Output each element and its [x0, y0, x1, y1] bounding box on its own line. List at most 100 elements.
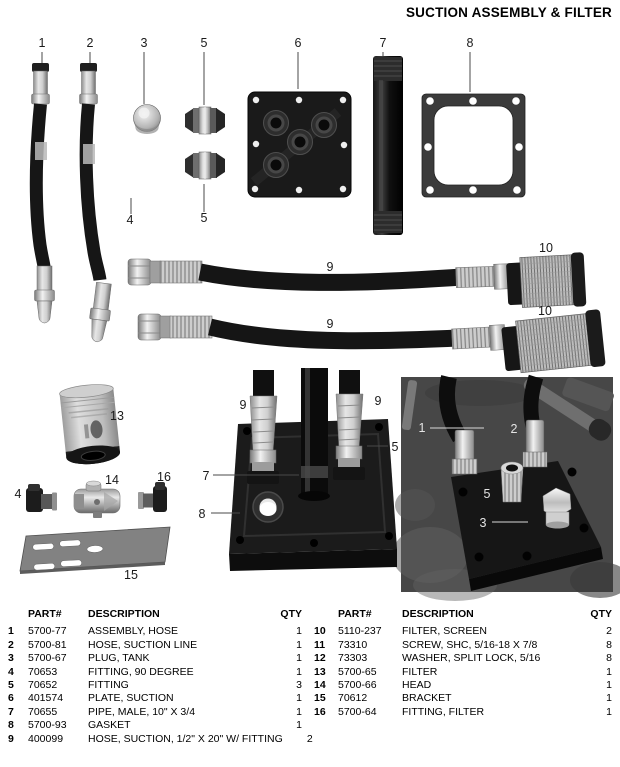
part-14-filter-head	[73, 480, 121, 518]
row-desc: HOSE, SUCTION, 1/2" X 20" W/ FITTING	[88, 732, 283, 745]
row-part: 5700-64	[338, 705, 377, 718]
row-qty: 1	[296, 719, 302, 732]
table-row: 16 5700-64 FITTING, FILTER 1	[314, 706, 612, 719]
part-15-bracket	[19, 526, 171, 574]
row-qty: 1	[606, 705, 612, 718]
header-qty: QTY	[590, 608, 612, 620]
row-num: 15	[314, 692, 326, 705]
row-qty: 2	[306, 732, 313, 745]
hose-end-right	[333, 370, 365, 480]
row-desc: FITTING, 90 DEGREE	[88, 665, 194, 678]
row-num: 3	[8, 652, 14, 665]
parts-table-right: PART# DESCRIPTION QTY 10 5110-237 FILTER, …	[314, 608, 612, 719]
row-num: 16	[314, 705, 326, 718]
row-desc: FILTER	[402, 665, 438, 678]
row-num: 14	[314, 678, 326, 691]
row-num: 6	[8, 692, 14, 705]
row-qty: 1	[296, 705, 302, 718]
part-4-90-degree-fitting	[26, 484, 57, 512]
row-qty: 3	[296, 678, 302, 691]
table-row: 10 5110-237 FILTER, SCREEN 2	[314, 625, 612, 638]
callout-7b: 7	[203, 469, 210, 483]
row-part: 70655	[28, 705, 58, 718]
row-qty: 1	[606, 678, 612, 691]
part-7-suction-pipe	[373, 56, 403, 235]
part-3-tank-plug	[133, 104, 161, 134]
callout-15: 15	[124, 568, 138, 582]
header-desc: DESCRIPTION	[88, 608, 160, 620]
callout-2: 2	[87, 36, 94, 50]
part-9-suction-hose-lower	[137, 309, 606, 374]
header-qty: QTY	[280, 608, 302, 620]
callout-10a: 10	[539, 241, 553, 255]
row-desc: PIPE, MALE, 10" X 3/4	[88, 705, 196, 718]
row-part: 5700-67	[28, 652, 67, 665]
row-qty: 1	[296, 652, 302, 665]
row-part: 401574	[28, 692, 64, 705]
row-part: 73303	[338, 652, 368, 665]
row-part: 73310	[338, 638, 368, 651]
row-desc: FILTER, SCREEN	[402, 625, 487, 638]
row-part: 5700-77	[28, 625, 67, 638]
part-16-filter-fitting	[138, 482, 167, 512]
row-num: 5	[8, 678, 14, 691]
table-row: 3 5700-67 PLUG, TANK 1	[8, 652, 302, 665]
row-desc: BRACKET	[402, 692, 452, 705]
row-qty: 1	[296, 638, 302, 651]
row-part: 70612	[338, 692, 368, 705]
callout-5c: 5	[392, 440, 399, 454]
row-num: 12	[314, 652, 326, 665]
row-desc: HOSE, SUCTION LINE	[88, 638, 198, 651]
page-title: SUCTION ASSEMBLY & FILTER	[405, 5, 612, 20]
callout-8: 8	[467, 36, 474, 50]
row-num: 8	[8, 719, 14, 732]
callout-9b: 9	[327, 317, 334, 331]
row-desc: SCREW, SHC, 5/16-18 X 7/8	[402, 638, 538, 651]
row-desc: FITTING, FILTER	[402, 705, 485, 718]
row-desc: WASHER, SPLIT LOCK, 5/16	[402, 652, 541, 665]
row-desc: PLATE, SUCTION	[88, 692, 174, 705]
callout-8b: 8	[199, 507, 206, 521]
leader-lines	[41, 52, 528, 523]
photo-right-assembled-top-view	[392, 374, 620, 601]
callout-1b: 1	[419, 421, 426, 435]
row-desc: PLUG, TANK	[88, 652, 150, 665]
row-qty: 2	[606, 625, 612, 638]
row-num: 13	[314, 665, 326, 678]
photo-center-assembled-front-view	[229, 368, 397, 571]
row-desc: FITTING	[88, 678, 129, 691]
callout-16: 16	[157, 470, 171, 484]
callout-3b: 3	[480, 516, 487, 530]
callout-5b: 5	[201, 211, 208, 225]
callout-10b: 10	[538, 304, 552, 318]
row-num: 10	[314, 625, 326, 638]
callout-1: 1	[39, 36, 46, 50]
callout-14: 14	[105, 473, 119, 487]
callout-4b: 4	[15, 487, 22, 501]
table-header: PART# DESCRIPTION QTY	[314, 608, 612, 621]
header-desc: DESCRIPTION	[402, 608, 474, 620]
table-row: 12 73303 WASHER, SPLIT LOCK, 5/16 8	[314, 652, 612, 665]
row-num: 9	[8, 732, 14, 745]
parts-diagram: 1 2 3 5 6 7 8 4 5 9 10 9 10 13 14 16 4 1…	[15, 36, 620, 601]
row-desc: GASKET	[88, 719, 131, 732]
part-9-suction-hose-upper	[127, 252, 587, 308]
row-part: 5700-81	[28, 638, 67, 651]
part-5-fitting-upper	[185, 106, 225, 135]
row-qty: 8	[606, 652, 612, 665]
row-qty: 8	[606, 638, 612, 651]
row-part: 5110-237	[338, 625, 382, 638]
callout-3: 3	[141, 36, 148, 50]
callout-9d: 9	[375, 394, 382, 408]
callout-7: 7	[380, 36, 387, 50]
row-part: 5700-66	[338, 678, 377, 691]
